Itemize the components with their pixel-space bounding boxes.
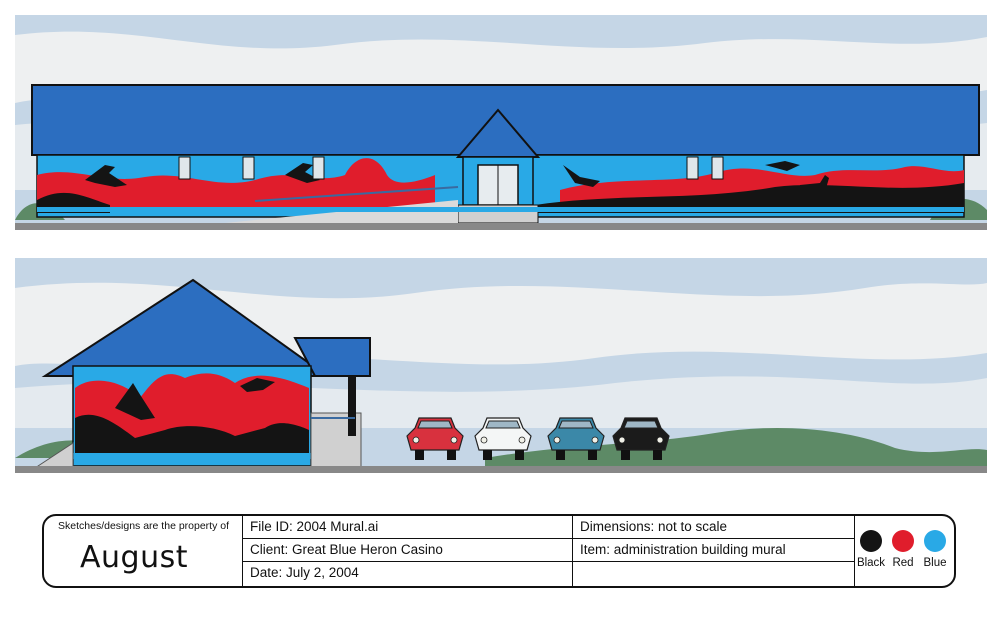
swatch-label-blue: Blue xyxy=(923,557,947,569)
window xyxy=(312,156,325,180)
file-id: File ID: 2004 Mural.ai xyxy=(242,516,572,539)
swatch-red xyxy=(892,530,914,552)
item: Item: administration building mural xyxy=(572,539,854,562)
window xyxy=(178,156,191,180)
parked-car xyxy=(406,417,464,460)
empty-cell xyxy=(572,562,854,585)
item-info-column: Dimensions: not to scale Item: administr… xyxy=(572,516,855,586)
swatch-black xyxy=(860,530,882,552)
mural-base-stripe xyxy=(73,453,311,459)
front-elevation-drawing xyxy=(15,15,987,230)
swatch-blue xyxy=(924,530,946,552)
swatch-label-red: Red xyxy=(892,557,914,569)
side-elevation-panel xyxy=(15,258,987,473)
mural-base-stripe xyxy=(37,207,964,212)
front-elevation-panel xyxy=(15,15,987,230)
date: Date: July 2, 2004 xyxy=(250,565,359,580)
ground-line xyxy=(15,466,987,473)
owner-name: August xyxy=(80,540,188,575)
file-info-column: File ID: 2004 Mural.ai Client: Great Blu… xyxy=(242,516,573,586)
owner-cell: Sketches/designs are the property of Aug… xyxy=(44,516,243,586)
parked-car xyxy=(612,417,670,460)
heron-silhouette xyxy=(765,161,800,171)
deer-silhouette xyxy=(800,175,829,197)
porch-post xyxy=(348,376,356,436)
ground-line xyxy=(15,223,987,230)
heron-silhouette xyxy=(115,383,155,420)
swatch-label-black: Black xyxy=(856,557,886,569)
window xyxy=(711,156,724,180)
heron-silhouette xyxy=(563,165,600,187)
title-block: Sketches/designs are the property of Aug… xyxy=(42,514,956,588)
parked-cars xyxy=(406,417,670,460)
dimensions: Dimensions: not to scale xyxy=(572,516,854,539)
mural-red-landscape xyxy=(37,158,435,210)
ownership-note: Sketches/designs are the property of xyxy=(58,520,230,532)
client: Client: Great Blue Heron Casino xyxy=(242,539,572,562)
mural-black-landscape xyxy=(37,183,964,213)
hill xyxy=(15,428,987,468)
heron-silhouette xyxy=(285,163,320,183)
window xyxy=(686,156,699,180)
palette-cell: Black Red Blue xyxy=(854,516,954,586)
porch-roof xyxy=(293,337,371,377)
mural-black-landscape xyxy=(75,414,309,453)
side-elevation-drawing xyxy=(15,258,987,473)
ramp-railing xyxy=(254,186,459,202)
window xyxy=(242,156,255,180)
parked-car xyxy=(474,417,532,460)
parked-car xyxy=(547,417,605,460)
heron-silhouette xyxy=(85,165,127,187)
heron-silhouette xyxy=(240,378,275,392)
